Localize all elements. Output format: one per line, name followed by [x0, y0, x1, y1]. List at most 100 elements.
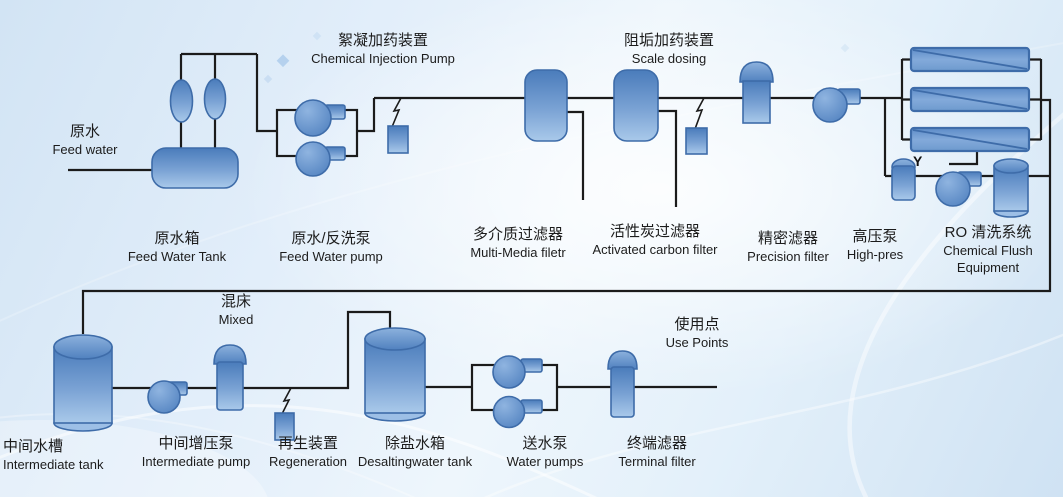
label-use-points: 使用点 Use Points	[666, 315, 729, 351]
intermediate-pump-shape	[147, 380, 181, 414]
pipe-membrane-drain	[949, 151, 979, 166]
label-regeneration-zh: 再生装置	[277, 435, 338, 452]
terminal-filter-vessel	[610, 366, 635, 418]
label-feed-water-zh: 原水	[69, 123, 101, 140]
sparkle-icon	[276, 54, 290, 68]
label-feed-water-tank-zh: 原水箱	[154, 230, 200, 247]
precision-filter-vessel	[742, 80, 771, 124]
dosing-bolts	[281, 97, 705, 415]
label-water-pumps: 送水泵 Water pumps	[507, 434, 584, 470]
pipe-backwash-drain-2	[658, 109, 678, 207]
terminal-filter-dome	[607, 350, 638, 370]
y-strainer-marker: Y	[913, 153, 923, 169]
label-high-pressure-pump-zh: 高压泵	[852, 228, 898, 245]
label-feed-water-tank: 原水箱 Feed Water Tank	[128, 229, 226, 265]
sparkle-icon	[312, 31, 322, 41]
label-water-pumps-en: Water pumps	[506, 454, 584, 469]
pipe-ro-right-manifold	[1029, 58, 1043, 141]
label-terminal-filter-en: Terminal filter	[618, 454, 696, 469]
label-ro-flush: RO 清洗系统 Chemical Flush Equipment	[943, 223, 1033, 276]
pipe-backwash-drain-1	[567, 110, 585, 200]
label-chemical-injection-en: Chemical Injection Pump	[311, 51, 455, 66]
label-feed-water-en: Feed water	[52, 142, 118, 157]
sparkle-icon	[263, 74, 273, 84]
label-activated-carbon-filter-en: Activated carbon filter	[592, 242, 718, 257]
mixed-bed-dome	[213, 344, 247, 365]
background-swirl	[483, 333, 1063, 497]
label-regeneration-en: Regeneration	[268, 454, 348, 469]
intermediate-tank-top	[53, 334, 113, 360]
label-ro-flush-en2: Equipment	[956, 260, 1020, 275]
label-chemical-injection: 絮凝加药装置 Chemical Injection Pump	[311, 31, 455, 67]
equipment	[53, 46, 1031, 441]
water-pump-1	[492, 355, 526, 389]
precision-filter-dome	[739, 61, 774, 83]
label-use-points-zh: 使用点	[674, 316, 720, 333]
label-activated-carbon-filter-zh: 活性炭过滤器	[609, 223, 701, 240]
label-precision-filter-zh: 精密滤器	[757, 230, 819, 247]
label-feed-water-pump-zh: 原水/反洗泵	[291, 230, 371, 247]
valve-shape-1	[169, 79, 194, 123]
water-pump-2	[492, 395, 526, 429]
high-pressure-pump-shape	[812, 87, 848, 123]
label-intermediate-tank: 中间水槽 Intermediate tank	[3, 437, 103, 473]
valve-shape-2	[203, 78, 227, 120]
label-chemical-injection-zh: 絮凝加药装置	[337, 32, 429, 49]
label-regeneration: 再生装置 Regeneration	[269, 434, 347, 470]
label-ro-flush-zh: RO 清洗系统	[944, 224, 1032, 241]
label-multi-media-filter: 多介质过滤器 Multi-Media filetr	[470, 225, 565, 261]
desalting-tank-top	[364, 327, 426, 351]
label-scale-dosing-zh: 阻垢加药装置	[623, 32, 715, 49]
lightning-icon	[281, 387, 292, 415]
label-multi-media-filter-en: Multi-Media filetr	[470, 245, 566, 260]
label-feed-water-pump-en: Feed Water pump	[279, 249, 383, 264]
label-activated-carbon-filter: 活性炭过滤器 Activated carbon filter	[592, 222, 717, 258]
label-desalting-tank-zh: 除盐水箱	[384, 435, 446, 452]
chemical-dosing-device	[387, 125, 409, 154]
pipe-bottom-main	[112, 310, 392, 390]
label-high-pressure-pump: 高压泵 High-pres	[847, 227, 903, 263]
flush-pump	[935, 171, 971, 207]
label-intermediate-pump-en: Intermediate pump	[141, 454, 251, 469]
pipe-product-return	[81, 98, 1052, 334]
label-feed-water-tank-en: Feed Water Tank	[127, 249, 227, 264]
ro-membrane-2-diagonal	[912, 89, 1028, 110]
regeneration-device	[274, 412, 295, 441]
mixed-bed-vessel	[216, 361, 244, 411]
label-terminal-filter: 终端滤器 Terminal filter	[618, 434, 695, 470]
pipe-header-drop	[255, 54, 277, 133]
feed-pump-2	[295, 141, 331, 177]
flush-strainer	[891, 165, 916, 201]
background-swirl	[0, 412, 416, 497]
label-mixed-bed-en: Mixed	[218, 312, 254, 327]
label-feed-water: 原水 Feed water	[52, 122, 117, 158]
background-swirl	[0, 42, 1063, 322]
label-high-pressure-pump-en: High-pres	[846, 247, 904, 262]
label-use-points-en: Use Points	[665, 335, 729, 350]
label-mixed-bed: 混床 Mixed	[219, 292, 254, 328]
background-glow	[0, 420, 268, 497]
label-intermediate-tank-zh: 中间水槽	[3, 438, 64, 455]
ro-membrane-3-diagonal	[912, 129, 1028, 150]
scale-dosing-device	[685, 127, 708, 155]
label-ro-flush-en1: Chemical Flush	[943, 243, 1033, 258]
label-intermediate-pump-zh: 中间增压泵	[158, 435, 234, 452]
label-scale-dosing: 阻垢加药装置 Scale dosing	[624, 31, 714, 67]
label-desalting-tank: 除盐水箱 Desaltingwater tank	[358, 434, 472, 470]
multi-media-filter-vessel	[524, 69, 568, 142]
label-water-pumps-zh: 送水泵	[522, 435, 568, 452]
label-mixed-bed-zh: 混床	[220, 293, 251, 310]
sparkle-icon	[840, 43, 850, 53]
feed-water-tank-shape	[151, 147, 239, 189]
label-terminal-filter-zh: 终端滤器	[626, 435, 688, 452]
ro-membrane-1-diagonal	[912, 49, 1028, 70]
label-precision-filter-en: Precision filter	[747, 249, 829, 264]
label-multi-media-filter-zh: 多介质过滤器	[472, 226, 564, 243]
label-intermediate-tank-en: Intermediate tank	[3, 457, 104, 472]
label-precision-filter: 精密滤器 Precision filter	[747, 229, 829, 265]
activated-carbon-filter-vessel	[613, 69, 659, 142]
pipe-loop-exit	[357, 98, 376, 133]
pipe-ro-left-manifold	[900, 58, 911, 141]
label-feed-water-pump: 原水/反洗泵 Feed Water pump	[279, 229, 383, 265]
